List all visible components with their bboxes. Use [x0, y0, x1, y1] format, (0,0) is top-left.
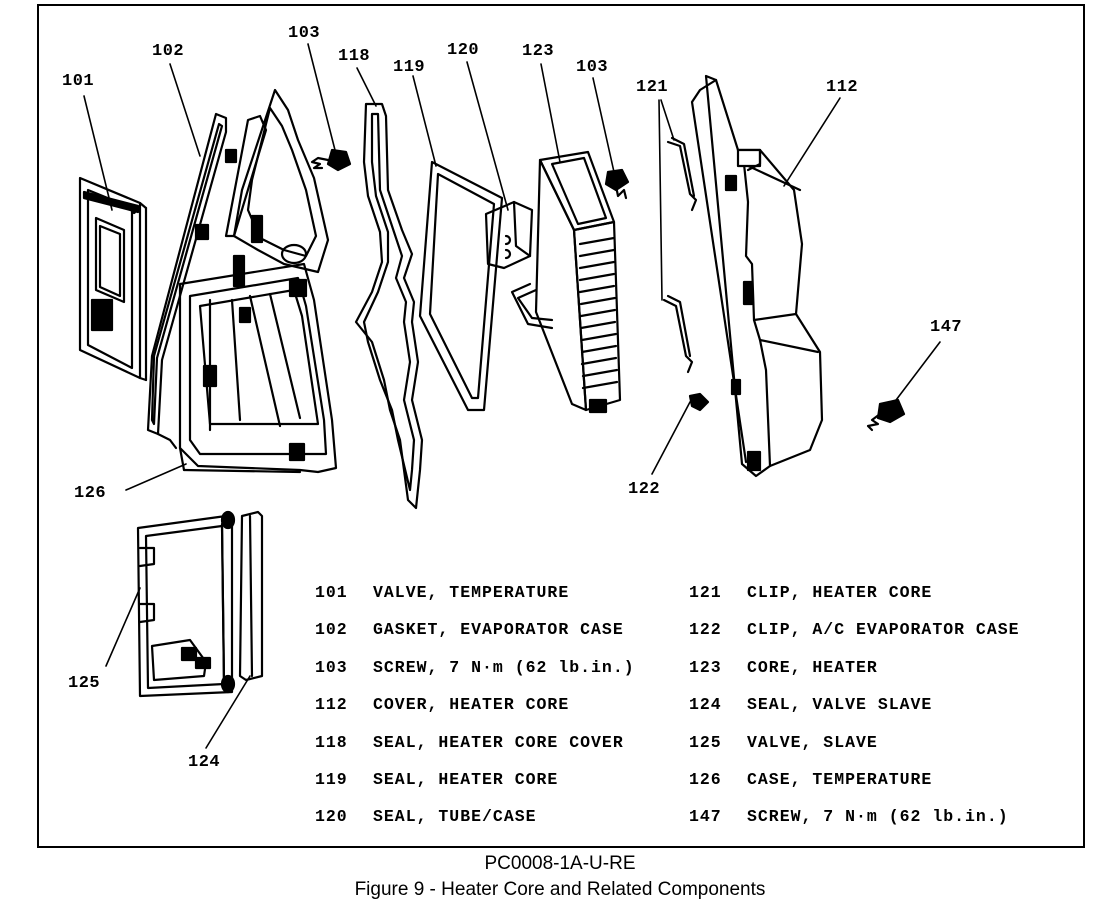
- evaporator-case-clip-part: [688, 392, 710, 412]
- legend-number: 147: [689, 807, 722, 827]
- legend-number: 125: [689, 732, 722, 752]
- legend-item: 121 CLIP, HEATER CORE: [689, 574, 1020, 611]
- callout-112: 112: [826, 78, 859, 97]
- legend-item: 147 SCREW, 7 N·m (62 lb.in.): [689, 798, 1020, 835]
- legend-description: GASKET, EVAPORATOR CASE: [373, 620, 624, 640]
- callout-118: 118: [338, 47, 371, 66]
- legend-item: 125 VALVE, SLAVE: [689, 724, 1020, 761]
- legend-number: 121: [689, 583, 722, 602]
- legend-item: 126 CASE, TEMPERATURE: [689, 761, 1020, 798]
- callout-121: 121: [636, 78, 669, 97]
- legend-number: 119: [315, 770, 348, 790]
- callout-124: 124: [188, 753, 221, 772]
- legend-item: 102 GASKET, EVAPORATOR CASE: [315, 611, 635, 648]
- legend-number: 123: [689, 657, 722, 677]
- legend-description: VALVE, TEMPERATURE: [373, 583, 570, 602]
- valve-slave-seal-part: [238, 510, 264, 682]
- callout-103-right: 103: [576, 58, 609, 77]
- tube-case-seal-part: [484, 200, 534, 270]
- temperature-valve-part: [78, 176, 148, 382]
- callout-126: 126: [74, 484, 107, 503]
- heater-core-seal-part: [418, 160, 504, 412]
- slave-valve-part: [136, 510, 236, 698]
- legend-description: CASE, TEMPERATURE: [747, 770, 933, 790]
- figure-caption: Figure 9 - Heater Core and Related Compo…: [354, 879, 766, 900]
- legend-description: SCREW, 7 N·m (62 lb.in.): [747, 807, 1009, 827]
- figure-id: PC0008-1A-U-RE: [484, 853, 636, 874]
- legend-item: 119 SEAL, HEATER CORE: [315, 761, 635, 798]
- legend-number: 124: [689, 695, 722, 715]
- legend-description: CLIP, HEATER CORE: [747, 583, 933, 602]
- legend-item: 118 SEAL, HEATER CORE COVER: [315, 724, 635, 761]
- legend-item: 122 CLIP, A/C EVAPORATOR CASE: [689, 611, 1020, 648]
- legend-item: 123 CORE, HEATER: [689, 649, 1020, 686]
- legend-item: 124 SEAL, VALVE SLAVE: [689, 686, 1020, 723]
- heater-core-cover-seal-part: [354, 102, 424, 510]
- callout-leader-lines: [83, 43, 941, 749]
- legend-right-column: 121 CLIP, HEATER CORE 122 CLIP, A/C EVAPOR…: [689, 574, 1020, 836]
- legend-item: 120 SEAL, TUBE/CASE: [315, 798, 635, 835]
- callout-147: 147: [930, 318, 963, 337]
- heater-core-cover-part: [690, 74, 824, 478]
- legend-description: SEAL, HEATER CORE COVER: [373, 732, 624, 752]
- legend-item: 103 SCREW, 7 N·m (62 lb.in.): [315, 649, 635, 686]
- legend-left-column: 101 VALVE, TEMPERATURE 102 GASKET, EVAPORA…: [315, 574, 635, 836]
- legend-number: 103: [315, 657, 348, 677]
- callout-123: 123: [522, 42, 555, 61]
- screw-103-right-part: [604, 168, 630, 200]
- legend-number: 126: [689, 770, 722, 790]
- screw-103-left-part: [310, 148, 352, 172]
- legend-number: 102: [315, 620, 348, 640]
- legend-description: SEAL, VALVE SLAVE: [747, 695, 933, 715]
- heater-core-clip-lower-part: [662, 294, 694, 374]
- legend-description: VALVE, SLAVE: [747, 732, 878, 752]
- legend-number: 122: [689, 620, 722, 640]
- legend-description: SEAL, HEATER CORE: [373, 770, 559, 790]
- callout-103-left: 103: [288, 24, 321, 43]
- legend-number: 118: [315, 732, 348, 752]
- legend-number: 101: [315, 583, 348, 602]
- callout-101: 101: [62, 72, 95, 91]
- legend-description: COVER, HEATER CORE: [373, 695, 570, 715]
- callout-122: 122: [628, 480, 661, 499]
- legend-item: 112 COVER, HEATER CORE: [315, 686, 635, 723]
- callout-119: 119: [393, 58, 426, 77]
- legend-description: SCREW, 7 N·m (62 lb.in.): [373, 657, 635, 677]
- callout-125: 125: [68, 674, 101, 693]
- heater-core-clip-upper-part: [666, 136, 698, 212]
- legend-number: 120: [315, 807, 348, 827]
- legend-description: CORE, HEATER: [747, 657, 878, 677]
- evaporator-case-gasket-part: [146, 112, 238, 450]
- screw-147-part: [866, 398, 906, 432]
- legend-item: 101 VALVE, TEMPERATURE: [315, 574, 635, 611]
- diagram-frame: [37, 4, 1085, 848]
- legend-description: CLIP, A/C EVAPORATOR CASE: [747, 620, 1020, 640]
- legend-number: 112: [315, 695, 348, 715]
- callout-102: 102: [152, 42, 185, 61]
- legend-description: SEAL, TUBE/CASE: [373, 807, 537, 827]
- temperature-case-part: [178, 88, 338, 474]
- callout-120: 120: [447, 41, 480, 60]
- heater-core-part: [510, 150, 622, 414]
